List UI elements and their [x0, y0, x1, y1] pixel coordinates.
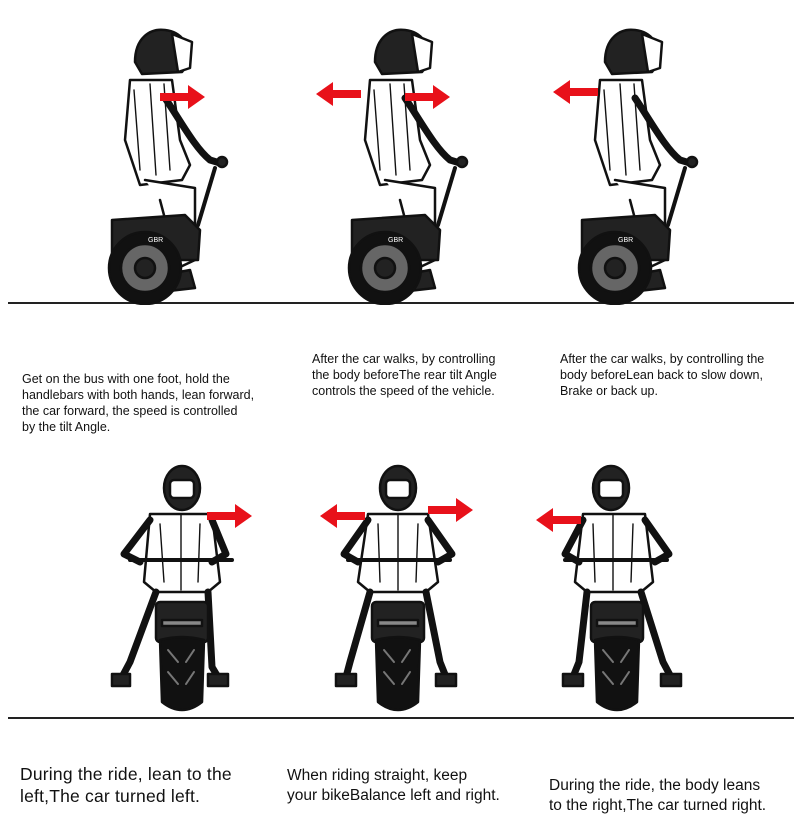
svg-text:GBR: GBR [618, 237, 633, 244]
side-rider-1: GBR [90, 20, 240, 305]
side-rider-2: GBR [330, 20, 480, 305]
caption-straight: When riding straight, keep your bikeBala… [287, 766, 500, 806]
arrow-right-icon [405, 85, 450, 109]
caption-lean-right: During the ride, the body leans to the r… [549, 776, 766, 816]
svg-text:GBR: GBR [148, 237, 163, 244]
front-rider-right [555, 462, 695, 722]
arrow-left-icon [553, 80, 598, 104]
arrow-left-icon [536, 508, 581, 532]
caption-step-3: After the car walks, by controlling the … [560, 351, 764, 399]
side-rider-3: GBR [560, 20, 710, 305]
arrow-right-icon [428, 498, 473, 522]
arrow-right-icon [207, 504, 252, 528]
caption-step-1: Get on the bus with one foot, hold the h… [22, 371, 254, 435]
svg-text:GBR: GBR [388, 237, 403, 244]
arrow-right-icon [160, 85, 205, 109]
front-rider-left [100, 462, 240, 722]
arrow-left-icon [316, 82, 361, 106]
caption-lean-left: During the ride, lean to the left,The ca… [20, 763, 232, 808]
caption-step-2: After the car walks, by controlling the … [312, 351, 497, 399]
arrow-left-icon [320, 504, 365, 528]
